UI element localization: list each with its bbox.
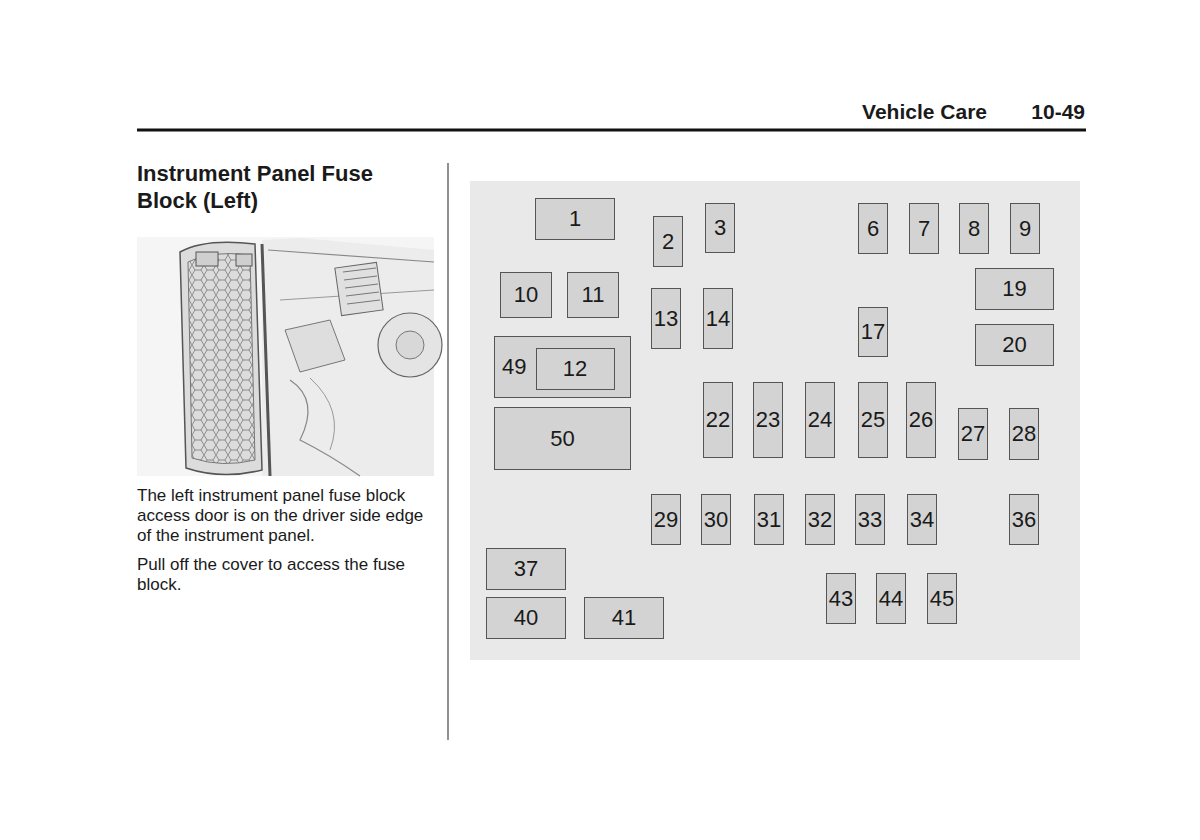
section-header: Vehicle Care (862, 102, 987, 122)
fuse-number: 20 (1002, 334, 1026, 356)
fuse-number: 22 (706, 409, 730, 431)
fuse-slot: 45 (927, 573, 957, 624)
fuse-slot: 28 (1009, 408, 1039, 460)
fuse-slot: 44 (876, 573, 906, 624)
fuse-slot: 10 (500, 272, 552, 318)
fuse-number: 27 (961, 423, 985, 445)
fuse-block-illustration (137, 237, 442, 476)
fuse-slot: 27 (958, 408, 988, 460)
fuse-number: 8 (968, 218, 980, 240)
fuse-slot: 23 (753, 382, 783, 458)
fuse-number: 25 (861, 409, 885, 431)
fuse-number: 45 (930, 588, 954, 610)
fuse-number: 34 (910, 509, 934, 531)
column-divider (448, 163, 449, 740)
fuse-number: 2 (662, 231, 674, 253)
fuse-slot: 9 (1010, 203, 1040, 254)
fuse-number: 7 (918, 218, 930, 240)
fuse-slot: 40 (486, 597, 566, 639)
fuse-number: 36 (1012, 509, 1036, 531)
fuse-number: 30 (704, 509, 728, 531)
fuse-number: 33 (858, 509, 882, 531)
fuse-number: 43 (829, 588, 853, 610)
fuse-block-panel (470, 181, 1080, 660)
fuse-number: 3 (714, 217, 726, 239)
fuse-slot: 3 (705, 203, 735, 253)
fuse-slot: 49 12 (494, 336, 631, 398)
section-title: Instrument Panel Fuse Block (Left) (137, 160, 399, 214)
fuse-slot: 30 (701, 494, 731, 545)
fuse-slot: 31 (754, 494, 784, 545)
fuse-slot: 6 (858, 203, 888, 254)
fuse-slot: 33 (855, 494, 885, 545)
fuse-number: 26 (909, 409, 933, 431)
fuse-number: 11 (582, 284, 605, 306)
fuse-number: 41 (612, 607, 636, 629)
fuse-slot: 12 (536, 348, 615, 390)
fuse-slot: 41 (584, 597, 664, 639)
fuse-number: 23 (756, 409, 780, 431)
fuse-slot: 22 (703, 382, 733, 458)
fuse-slot: 24 (805, 382, 835, 458)
fuse-number: 32 (808, 509, 832, 531)
fuse-number: 28 (1012, 423, 1036, 445)
fuse-number: 6 (867, 218, 879, 240)
fuse-number: 12 (563, 358, 587, 380)
fuse-slot: 50 (494, 407, 631, 470)
fuse-number: 19 (1002, 278, 1026, 300)
fuse-slot: 32 (805, 494, 835, 545)
fuse-number: 14 (706, 308, 730, 330)
fuse-slot: 13 (651, 288, 681, 349)
fuse-slot: 37 (486, 548, 566, 590)
fuse-number: 37 (514, 558, 538, 580)
fuse-number: 17 (861, 321, 885, 343)
fuse-number: 44 (879, 588, 903, 610)
fuse-number: 24 (808, 409, 832, 431)
fuse-number: 13 (654, 308, 678, 330)
fuse-number: 29 (654, 509, 678, 531)
fuse-slot: 43 (826, 573, 856, 624)
fuse-slot: 20 (975, 324, 1054, 366)
fuse-number: 50 (550, 428, 574, 450)
fuse-slot: 26 (906, 382, 936, 458)
fuse-slot: 14 (703, 288, 733, 349)
fuse-slot: 19 (975, 268, 1054, 310)
fuse-slot: 25 (858, 382, 888, 458)
fuse-slot: 8 (959, 203, 989, 254)
fuse-slot: 2 (653, 216, 683, 267)
header-rule (137, 129, 1086, 132)
fuse-slot: 7 (909, 203, 939, 254)
fuse-number: 31 (757, 509, 781, 531)
fuse-slot: 36 (1009, 494, 1039, 545)
fuse-slot: 34 (907, 494, 937, 545)
fuse-slot: 11 (567, 272, 619, 318)
fuse-slot: 1 (535, 198, 615, 240)
fuse-number: 49 (502, 356, 526, 378)
fuse-slot: 29 (651, 494, 681, 545)
body-text: The left instrument panel fuse block acc… (137, 486, 437, 546)
fuse-number: 10 (514, 284, 538, 306)
page-number: 10-49 (1031, 102, 1085, 122)
fuse-number: 40 (514, 607, 538, 629)
fuse-number: 9 (1019, 218, 1031, 240)
fuse-slot: 17 (858, 307, 888, 357)
fuse-number: 1 (569, 208, 581, 230)
body-text: Pull off the cover to access the fuse bl… (137, 555, 437, 595)
